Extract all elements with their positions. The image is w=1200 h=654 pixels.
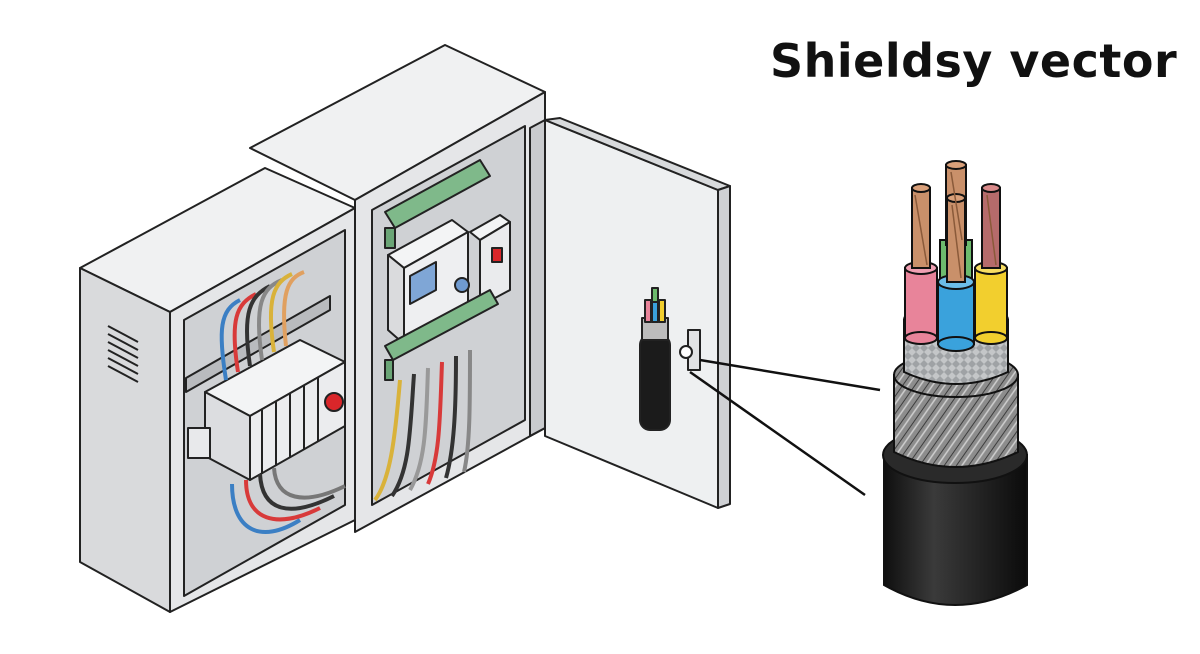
circuit-breaker-icon — [469, 214, 511, 307]
wiring-bottom — [230, 467, 346, 534]
left-cabinet — [79, 167, 356, 613]
cabinet-door — [529, 117, 731, 509]
door-latch-icon — [679, 329, 701, 371]
wiring-top — [219, 270, 305, 381]
core-red — [904, 183, 938, 345]
terminal-strip-top — [384, 159, 491, 249]
page-title: Shieldsy vector — [770, 34, 1178, 88]
terminal-strip-bottom — [384, 289, 499, 381]
core-blue — [937, 193, 975, 352]
callout-lines — [689, 358, 881, 497]
middle-cabinet — [249, 44, 546, 533]
circuit-breaker-icon — [187, 339, 346, 481]
wiring-middle — [373, 349, 472, 502]
shielded-cable-icon — [639, 287, 671, 431]
core-yellow — [974, 183, 1008, 345]
vent-icon — [107, 325, 139, 383]
cable-cross-section — [882, 160, 1028, 606]
